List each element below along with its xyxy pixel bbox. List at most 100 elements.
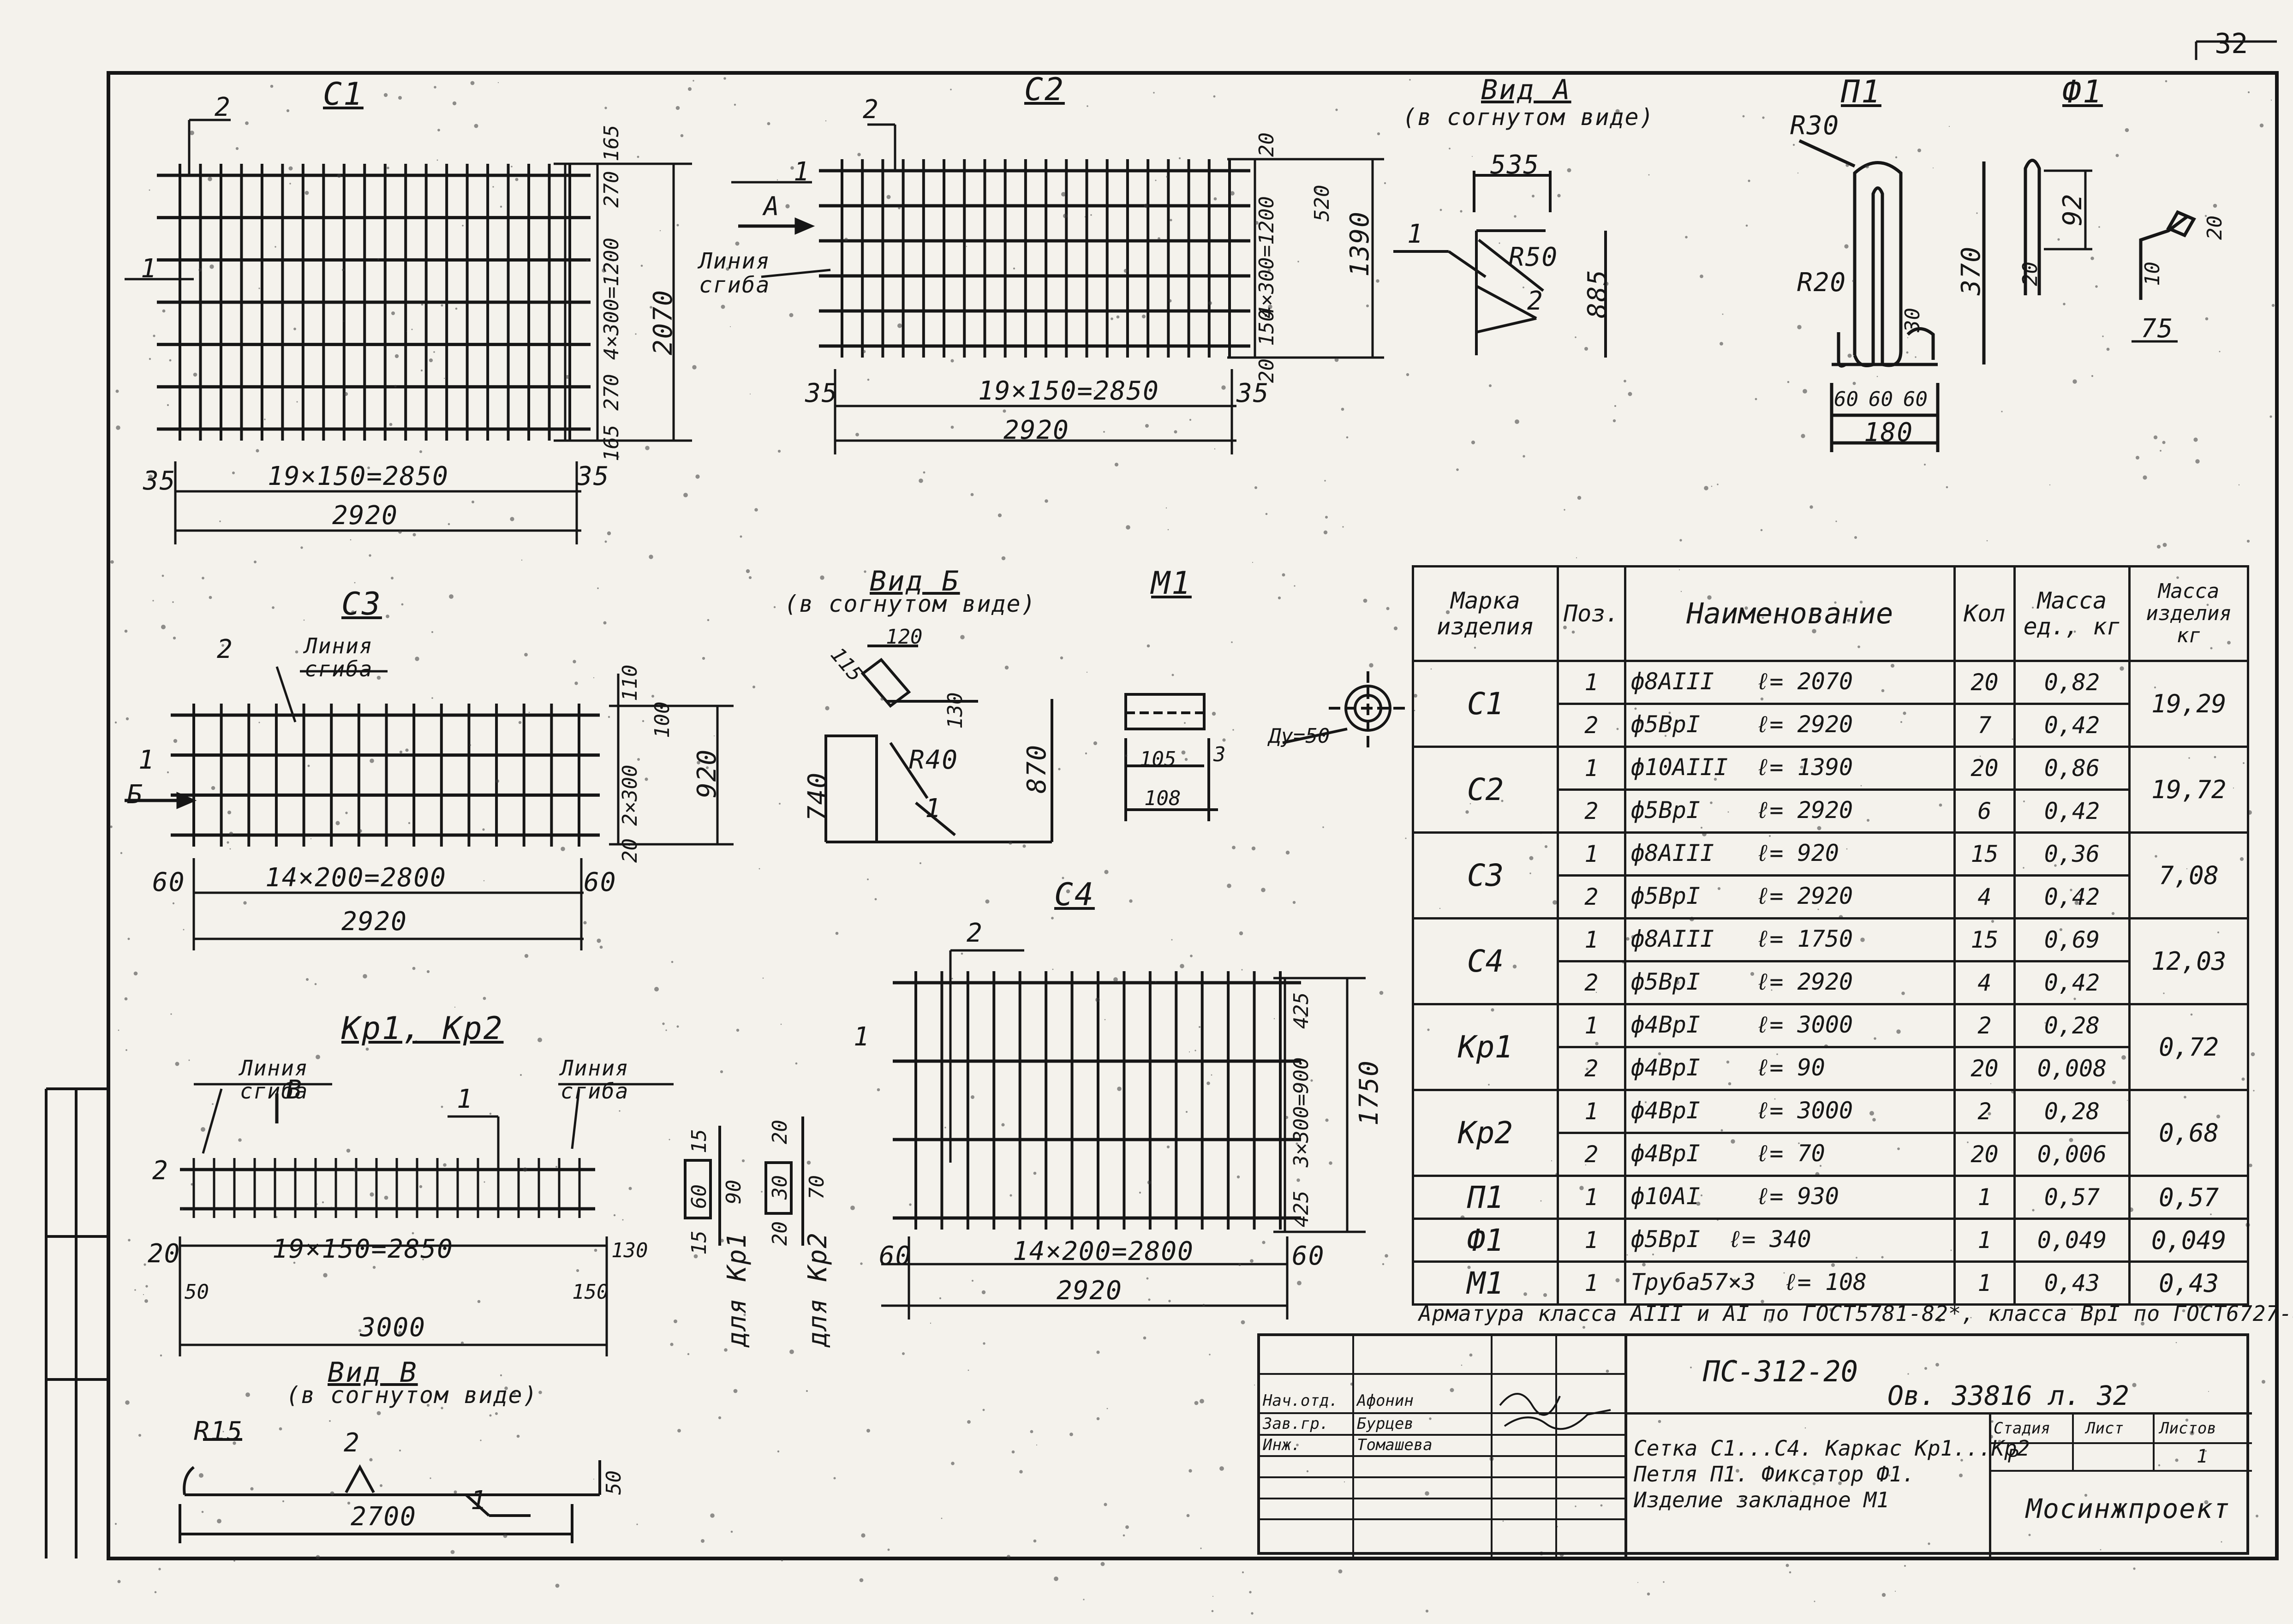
scan-speck — [434, 86, 436, 89]
scan-speck — [495, 1412, 498, 1415]
vid-b-title: Вид Б — [870, 565, 960, 597]
spec-qty: 20 — [1953, 660, 2016, 705]
scan-speck — [286, 109, 290, 113]
vid-a-r50: R50 — [1509, 242, 1559, 272]
scan-speck — [2198, 1303, 2203, 1308]
scan-speck — [1532, 195, 1535, 197]
c2-dim-35l: 35 — [805, 378, 838, 408]
scan-speck — [1732, 1360, 1736, 1363]
scan-speck — [687, 1353, 690, 1355]
scan-speck — [1663, 1581, 1665, 1583]
scan-speck — [235, 147, 239, 150]
spec-name: ф10АI ℓ= 930 — [1624, 1175, 1956, 1220]
spec-item-mass: 0,72 — [2128, 1003, 2249, 1091]
scan-speck — [1425, 1609, 1429, 1613]
scan-speck — [1362, 1063, 1365, 1066]
c1-dim-35l: 35 — [143, 466, 176, 496]
scan-speck — [245, 121, 249, 125]
scan-speck — [1584, 347, 1588, 351]
vid-v-pos1: 1 — [471, 1486, 487, 1516]
scan-speck — [919, 478, 923, 483]
role-0-name: Афонин — [1357, 1391, 1414, 1410]
scan-speck — [161, 625, 166, 629]
c4-pos1: 1 — [854, 1022, 870, 1052]
scan-speck — [482, 828, 485, 831]
c3-bend-line: Линия сгиба — [305, 633, 373, 681]
spec-pos: 1 — [1557, 1218, 1626, 1263]
scan-speck — [1186, 1514, 1190, 1517]
scan-speck — [1615, 109, 1620, 113]
p1-dim-370: 370 — [1956, 245, 1986, 295]
scan-speck — [376, 1411, 381, 1415]
scan-speck — [1700, 275, 1703, 278]
kr-pos1: 1 — [457, 1084, 473, 1114]
scan-speck — [1960, 1459, 1963, 1462]
scan-speck — [555, 1166, 557, 1168]
scan-speck — [175, 1062, 179, 1066]
scan-speck — [748, 576, 752, 579]
scan-speck — [1013, 267, 1015, 270]
scan-speck — [2063, 303, 2066, 305]
scan-speck — [528, 711, 530, 713]
spec-pos: 2 — [1557, 788, 1626, 834]
scan-speck — [412, 533, 416, 537]
scan-speck — [167, 771, 169, 774]
scan-speck — [336, 102, 338, 104]
scan-speck — [229, 848, 231, 850]
scan-speck — [162, 309, 166, 313]
stage-header: Стадия — [1994, 1419, 2050, 1438]
scan-speck — [374, 1252, 376, 1254]
c4-dim-60l: 60 — [879, 1241, 912, 1271]
spec-qty: 15 — [1953, 917, 2016, 962]
scan-speck — [859, 1578, 864, 1582]
scan-speck — [523, 1167, 527, 1172]
scan-speck — [1461, 1364, 1463, 1366]
scan-speck — [172, 601, 174, 603]
scan-speck — [2259, 123, 2264, 128]
scan-speck — [305, 876, 307, 878]
scan-speck — [1227, 884, 1231, 888]
scan-speck — [825, 120, 827, 122]
scan-speck — [743, 1314, 746, 1316]
spec-pos: 1 — [1557, 1175, 1626, 1220]
scan-speck — [604, 540, 607, 543]
spec-item-mass: 0,57 — [2128, 1175, 2249, 1220]
scan-speck — [1206, 1081, 1210, 1085]
spec-unit-mass: 0,006 — [2013, 1132, 2131, 1177]
role-1: Зав.гр. — [1263, 1415, 1329, 1433]
spec-pos: 2 — [1557, 703, 1626, 748]
scan-speck — [1577, 496, 1582, 500]
scan-speck — [426, 970, 430, 973]
scan-speck — [877, 1088, 880, 1092]
scan-speck — [1113, 977, 1118, 982]
scan-speck — [347, 1501, 351, 1505]
scan-speck — [2028, 1534, 2031, 1536]
scan-speck — [1221, 385, 1226, 390]
scan-speck — [1146, 1277, 1149, 1280]
scan-speck — [538, 1391, 542, 1394]
c4-dim-3x300: 3×300=900 — [1290, 1057, 1313, 1167]
scan-speck — [862, 350, 866, 353]
scan-speck — [275, 246, 276, 248]
scan-speck — [1061, 192, 1066, 197]
scan-speck — [454, 1006, 456, 1008]
scan-speck — [1310, 1079, 1313, 1082]
scan-speck — [2153, 435, 2158, 440]
scan-speck — [1252, 561, 1254, 563]
scan-speck — [676, 224, 679, 227]
scan-speck — [133, 971, 138, 976]
scan-speck — [245, 1392, 250, 1397]
scan-speck — [1865, 165, 1869, 168]
scan-speck — [761, 1191, 763, 1193]
scan-speck — [718, 1416, 722, 1420]
scan-speck — [254, 561, 257, 563]
scan-speck — [2221, 1541, 2222, 1543]
spec-unit-mass: 0,43 — [2013, 1260, 2131, 1306]
scan-speck — [583, 921, 587, 925]
scan-speck — [128, 1239, 131, 1242]
scan-speck — [2091, 375, 2094, 377]
scan-speck — [209, 264, 214, 269]
